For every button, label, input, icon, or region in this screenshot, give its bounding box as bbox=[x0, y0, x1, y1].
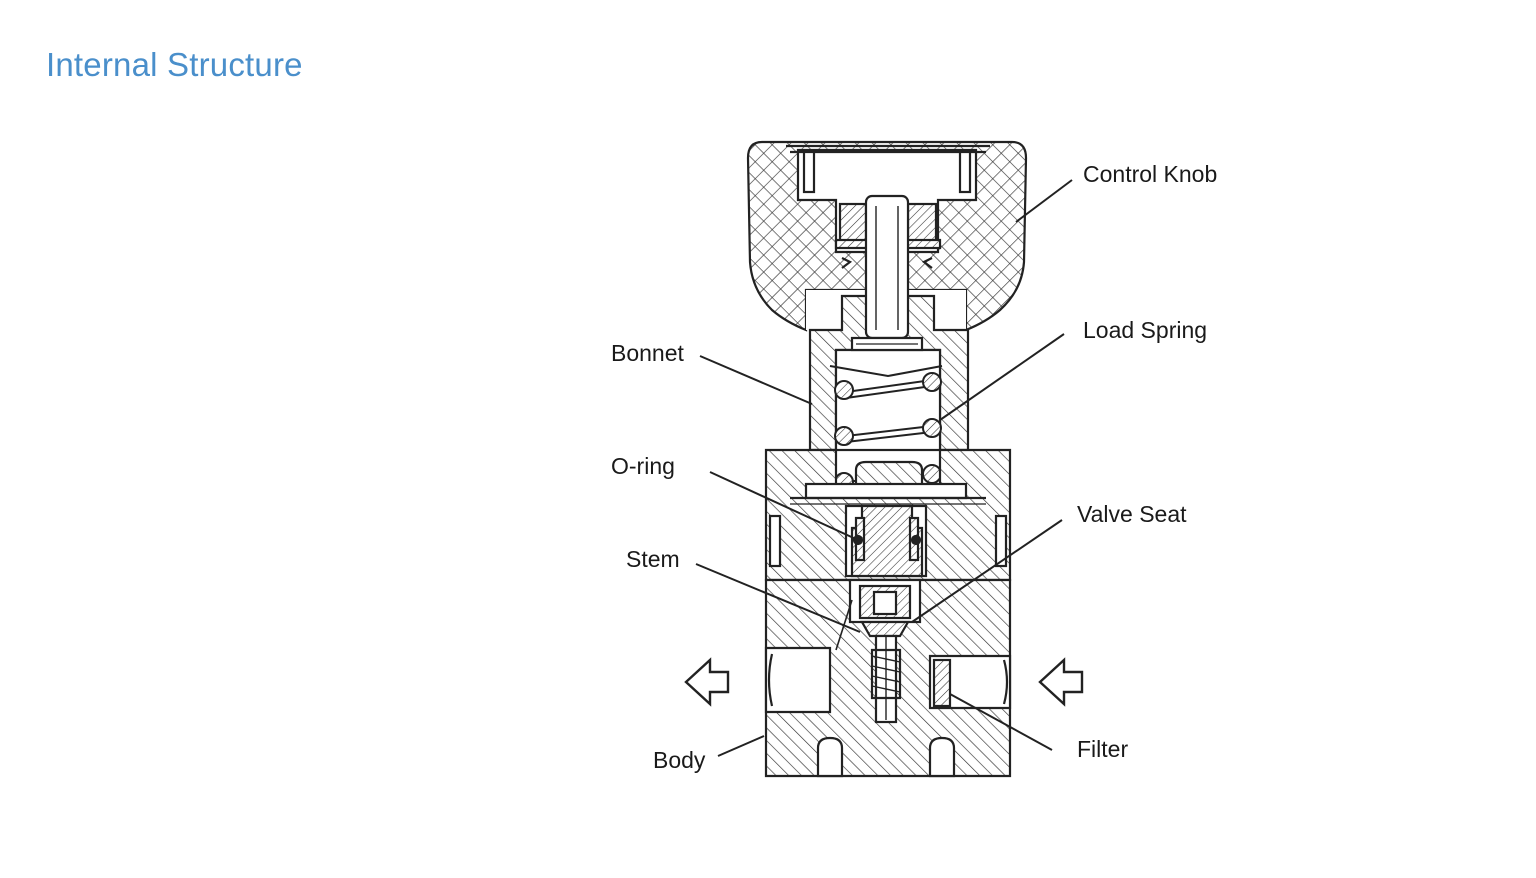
leader-valve-seat bbox=[911, 519, 1063, 623]
leader-lines bbox=[695, 179, 1073, 757]
label-load-spring: Load Spring bbox=[1083, 317, 1207, 343]
leader-bonnet bbox=[699, 355, 813, 405]
callout-labels: Control Knob Load Spring Bonnet O-ring V… bbox=[611, 161, 1217, 773]
label-stem: Stem bbox=[626, 546, 680, 572]
body-part bbox=[764, 578, 1012, 778]
load-spring-part bbox=[829, 365, 943, 492]
left-arrow-icon bbox=[1038, 657, 1084, 707]
leader-o-ring bbox=[709, 471, 859, 541]
leader-load-spring bbox=[939, 333, 1065, 421]
leader-control-knob bbox=[1015, 179, 1073, 223]
label-o-ring: O-ring bbox=[611, 453, 675, 479]
label-bonnet: Bonnet bbox=[611, 340, 685, 366]
housing-part bbox=[764, 448, 1012, 582]
label-body: Body bbox=[653, 747, 706, 773]
page-title: Internal Structure bbox=[46, 46, 303, 83]
label-filter: Filter bbox=[1077, 736, 1128, 762]
label-control-knob: Control Knob bbox=[1083, 161, 1217, 187]
label-valve-seat: Valve Seat bbox=[1077, 501, 1187, 527]
leader-stem bbox=[695, 563, 861, 633]
adjusting-screw-part bbox=[850, 194, 924, 352]
leader-filter bbox=[949, 693, 1053, 751]
left-arrow-icon bbox=[684, 657, 730, 707]
leader-body bbox=[717, 735, 765, 757]
